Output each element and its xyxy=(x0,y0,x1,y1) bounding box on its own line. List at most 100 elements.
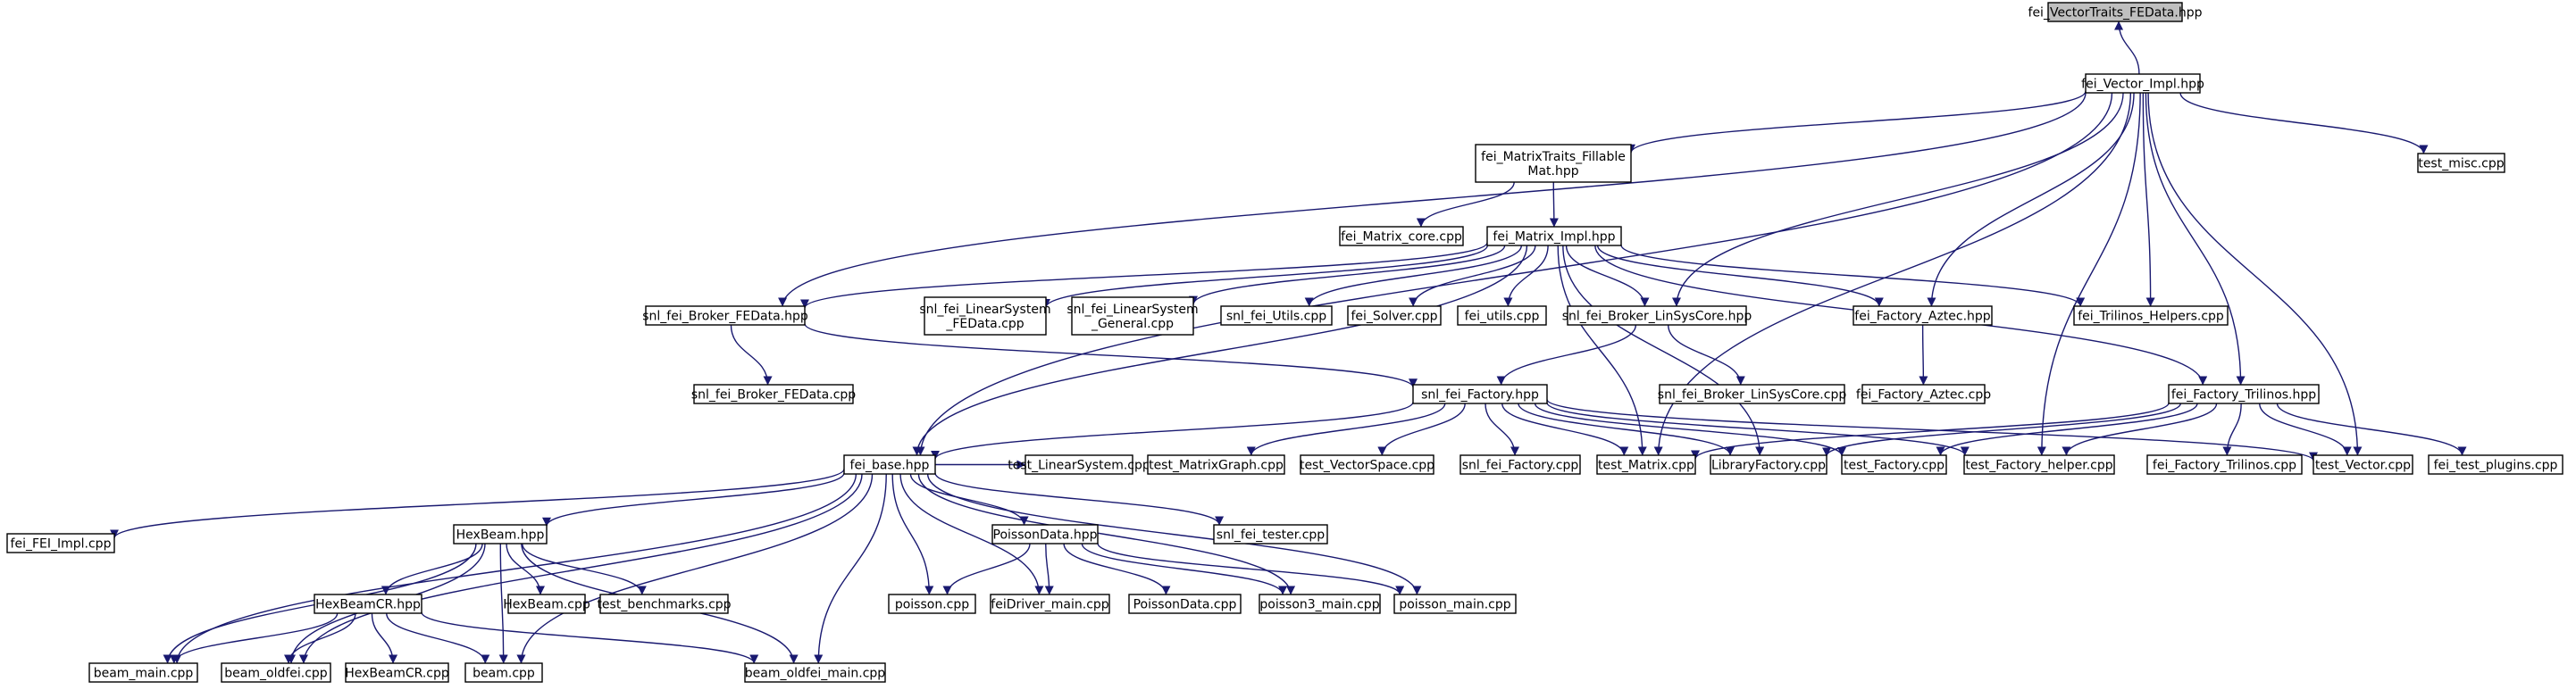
file-node-fei-vector-impl-hpp[interactable]: fei_Vector_Impl.hpp xyxy=(2081,73,2204,94)
node-box xyxy=(1861,384,1986,404)
node-box xyxy=(1963,454,2115,475)
include-edge xyxy=(1936,403,2198,456)
file-node-poisson-cpp[interactable]: poisson.cpp xyxy=(888,594,976,614)
file-node-snl-fei-factory-hpp[interactable]: snl_fei_Factory.hpp xyxy=(1412,384,1548,404)
file-node-snl-fei-linearsystem-fedata-cpp[interactable]: snl_fei_LinearSystem_FEData.cpp xyxy=(919,296,1051,336)
file-node-fei-factory-trilinos-hpp[interactable]: fei_Factory_Trilinos.hpp xyxy=(2168,384,2320,404)
file-node-snl-fei-factory-cpp[interactable]: snl_fei_Factory.cpp xyxy=(1459,454,1581,475)
file-node-poisson-main-cpp[interactable]: poisson_main.cpp xyxy=(1393,594,1517,614)
file-node-test-misc-cpp[interactable]: test_misc.cpp xyxy=(2417,153,2505,173)
node-label: test_LinearSystem.cpp xyxy=(1008,459,1150,473)
include-edge xyxy=(1041,245,1488,308)
file-node-snl-fei-linearsystem-general-cpp[interactable]: snl_fei_LinearSystem_General.cpp xyxy=(1066,296,1199,336)
include-edge xyxy=(1919,324,1928,386)
include-edge xyxy=(506,543,545,595)
file-node-snl-fei-broker-fedata-hpp[interactable]: snl_fei_Broker_FEData.hpp xyxy=(642,305,808,326)
include-edge xyxy=(1246,403,1446,456)
include-edge xyxy=(1668,324,1745,386)
include-edge xyxy=(1518,403,1735,456)
file-node-fei-utils-cpp[interactable]: fei_utils.cpp xyxy=(1457,305,1547,326)
include-edge xyxy=(110,469,845,539)
file-node-libraryfactory-cpp[interactable]: LibraryFactory.cpp xyxy=(1710,454,1827,475)
node-label: beam_oldfei.cpp xyxy=(224,667,328,681)
file-node-test-factory-helper-cpp[interactable]: test_Factory_helper.cpp xyxy=(1963,454,2115,475)
file-node-hexbeamcr-cpp[interactable]: HexBeamCR.cpp xyxy=(345,662,449,683)
file-node-hexbeam-hpp[interactable]: HexBeam.hpp xyxy=(453,524,548,545)
file-node-snl-fei-broker-linsyscore-hpp[interactable]: snl_fei_Broker_LinSysCore.hpp xyxy=(1562,305,1752,326)
node-label: test_MatrixGraph.cpp xyxy=(1149,459,1284,473)
file-node-snl-fei-tester-cpp[interactable]: snl_fei_tester.cpp xyxy=(1213,524,1328,545)
file-node-test-matrix-cpp[interactable]: test_Matrix.cpp xyxy=(1596,454,1696,475)
file-node-hexbeamcr-hpp[interactable]: HexBeamCR.hpp xyxy=(314,594,422,614)
node-box xyxy=(1459,454,1581,475)
file-node-test-vector-cpp[interactable]: test_Vector.cpp xyxy=(2313,454,2413,475)
node-box xyxy=(843,454,936,475)
include-edge xyxy=(2062,403,2218,456)
node-box xyxy=(1710,454,1827,475)
file-node-test-factory-cpp[interactable]: test_Factory.cpp xyxy=(1841,454,1947,475)
node-label: HexBeamCR.cpp xyxy=(345,667,449,681)
include-edge xyxy=(386,612,490,664)
node-box xyxy=(1486,226,1622,246)
file-node-test-vectorspace-cpp[interactable]: test_VectorSpace.cpp xyxy=(1300,454,1434,475)
file-node-poisson3-main-cpp[interactable]: poisson3_main.cpp xyxy=(1259,594,1381,614)
node-box xyxy=(2417,153,2505,173)
include-edge xyxy=(1562,245,1765,456)
file-node-test-matrixgraph-cpp[interactable]: test_MatrixGraph.cpp xyxy=(1147,454,1285,475)
file-node-snl-fei-broker-linsyscore-cpp[interactable]: snl_fei_Broker_LinSysCore.cpp xyxy=(1658,384,1847,404)
include-edge xyxy=(542,472,845,527)
file-node-fei-matrix-core-cpp[interactable]: fei_Matrix_core.cpp xyxy=(1339,226,1464,246)
file-node-fei-test-plugins-cpp[interactable]: fei_test_plugins.cpp xyxy=(2428,454,2563,475)
file-node-snl-fei-broker-fedata-cpp[interactable]: snl_fei_Broker_FEData.cpp xyxy=(691,384,856,404)
include-edge xyxy=(1189,245,1506,305)
node-label: fei_test_plugins.cpp xyxy=(2434,459,2558,473)
include-edge xyxy=(804,323,1418,388)
node-box xyxy=(1393,594,1517,614)
include-edge xyxy=(917,473,1296,595)
file-node-test-linearsystem-cpp[interactable]: test_LinearSystem.cpp xyxy=(1008,454,1150,475)
file-node-test-benchmarks-cpp[interactable]: test_benchmarks.cpp xyxy=(597,594,732,614)
include-edge xyxy=(1081,543,1288,595)
file-node-fei-trilinos-helpers-cpp[interactable]: fei_Trilinos_Helpers.cpp xyxy=(2073,305,2229,326)
file-node-fei-factory-aztec-cpp[interactable]: fei_Factory_Aztec.cpp xyxy=(1856,384,1991,404)
node-label: test_misc.cpp xyxy=(2418,157,2504,171)
node-label: test_VectorSpace.cpp xyxy=(1300,459,1434,473)
node-label: beam.cpp xyxy=(473,667,535,681)
file-node-beam-oldfei-cpp[interactable]: beam_oldfei.cpp xyxy=(221,662,331,683)
include-edge xyxy=(1416,181,1515,228)
node-box xyxy=(599,594,729,614)
file-node-fei-base-hpp[interactable]: fei_base.hpp xyxy=(843,454,936,475)
include-edge xyxy=(899,473,1044,595)
node-box xyxy=(1853,305,1993,326)
file-node-fei-factory-aztec-hpp[interactable]: fei_Factory_Aztec.hpp xyxy=(1853,305,1993,326)
file-node-beam-main-cpp[interactable]: beam_main.cpp xyxy=(88,662,198,683)
include-edge xyxy=(1596,245,1884,307)
node-box xyxy=(1339,226,1464,246)
file-node-fei-fei-impl-cpp[interactable]: fei_FEI_Impl.cpp xyxy=(6,533,115,553)
node-box xyxy=(453,524,548,545)
file-node-fei-factory-trilinos-cpp[interactable]: fei_Factory_Trilinos.cpp xyxy=(2146,454,2303,475)
include-edge xyxy=(1691,403,2170,460)
node-label: Mat.hpp xyxy=(1527,164,1578,179)
node-box xyxy=(2168,384,2320,404)
include-edge xyxy=(912,245,1528,456)
node-label: PoissonData.hpp xyxy=(993,528,1098,543)
file-node-poissondata-cpp[interactable]: PoissonData.cpp xyxy=(1128,594,1242,614)
include-edge xyxy=(1377,403,1466,456)
file-node-hexbeam-cpp[interactable]: HexBeam.cpp xyxy=(503,594,590,614)
file-node-beam-cpp[interactable]: beam.cpp xyxy=(464,662,543,683)
node-box xyxy=(744,662,886,683)
node-label: test_benchmarks.cpp xyxy=(597,598,731,612)
file-node-fei-vectortraits-fedata-hpp[interactable]: fei_VectorTraits_FEData.hpp xyxy=(2028,2,2203,22)
file-node-fei-matrix-impl-hpp[interactable]: fei_Matrix_Impl.hpp xyxy=(1486,226,1622,246)
file-node-snl-fei-utils-cpp[interactable]: snl_fei_Utils.cpp xyxy=(1220,305,1333,326)
edge-layer xyxy=(110,21,2467,664)
file-node-poissondata-hpp[interactable]: PoissonData.hpp xyxy=(991,524,1099,545)
node-box xyxy=(924,296,1047,336)
node-label: fei_Vector_Impl.hpp xyxy=(2081,78,2204,92)
file-node-beam-oldfei-main-cpp[interactable]: beam_oldfei_main.cpp xyxy=(744,662,886,683)
file-node-feidriver-main-cpp[interactable]: feiDriver_main.cpp xyxy=(990,594,1110,614)
file-node-fei-solver-cpp[interactable]: fei_Solver.cpp xyxy=(1347,305,1442,326)
include-edge xyxy=(1304,245,1523,307)
